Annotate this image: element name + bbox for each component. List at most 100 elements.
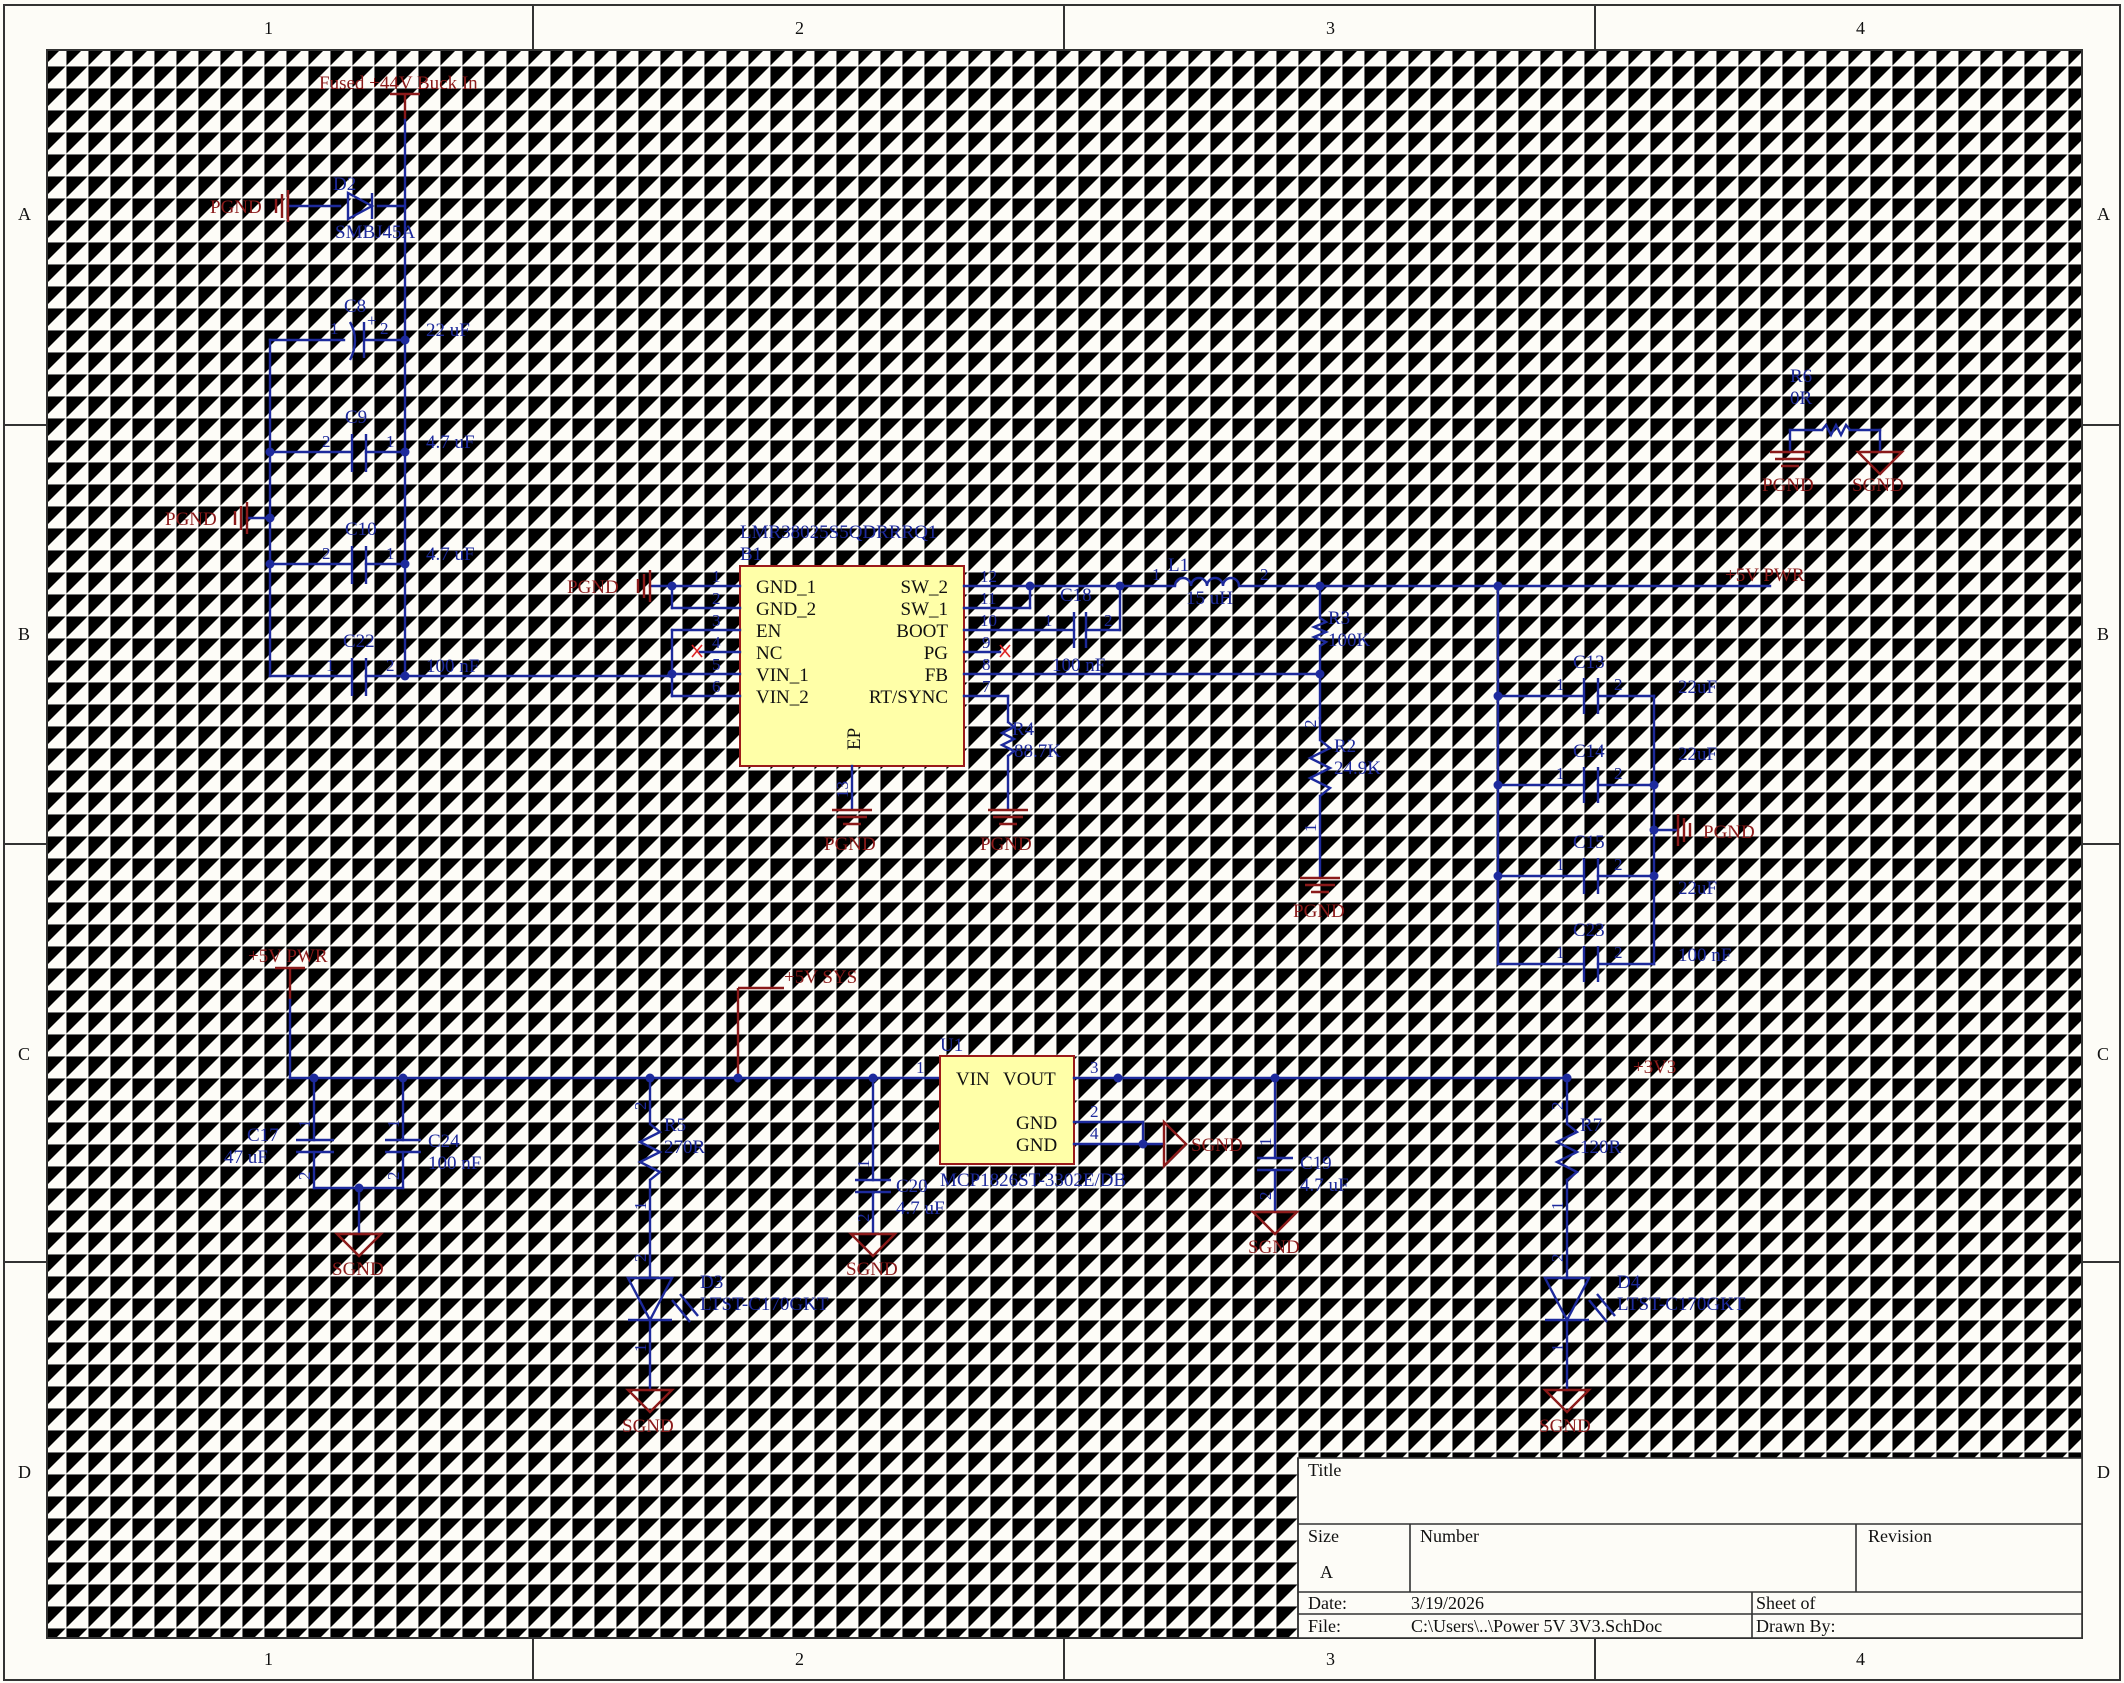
c22-ref: C22 [343, 631, 375, 652]
sgnd-label: SGND [1191, 1135, 1243, 1156]
b1-value: LMR38025S5QDRRRQ1 [740, 522, 937, 543]
l1-ref: L1 [1168, 555, 1189, 576]
c24-value: 100 nF [428, 1153, 481, 1174]
d4-value: LTST-C170GKT [1617, 1294, 1746, 1315]
svg-text:1: 1 [631, 1202, 650, 1211]
ldo-u1[interactable]: U1 VIN VOUT GND GND MCP1826ST-3302E/DB 1… [916, 1035, 1126, 1191]
svg-text:2: 2 [1614, 675, 1623, 694]
sheet-label: Sheet of [1756, 1593, 1815, 1613]
u1-pin-vin: VIN [956, 1069, 990, 1090]
c10-value: 4.7 uF [426, 544, 475, 565]
col-label-bottom: 2 [795, 1649, 804, 1669]
pgnd-symbol: PGND [210, 190, 290, 222]
svg-text:2: 2 [1256, 1192, 1275, 1201]
col-label-top: 3 [1326, 18, 1335, 38]
pgnd-label: PGND [824, 834, 876, 855]
row-label-right: B [2097, 624, 2109, 644]
b1-pin-name: GND_1 [756, 577, 816, 598]
svg-text:1: 1 [631, 1344, 650, 1353]
u1-value: MCP1826ST-3302E/DB [940, 1170, 1126, 1191]
svg-text:2: 2 [712, 589, 721, 608]
net-5v-sys-label: +5V SYS [784, 967, 857, 988]
d3-value: LTST-C170GKT [700, 1294, 829, 1315]
c20-ref: C20 [896, 1176, 928, 1197]
row-label-left: C [18, 1044, 30, 1064]
svg-text:1: 1 [384, 1120, 403, 1129]
b1-pin-name: RT/SYNC [869, 687, 948, 708]
l1-value: 15 uH [1186, 588, 1233, 609]
svg-text:2: 2 [1090, 1102, 1099, 1121]
buck-converter-b1[interactable]: LMR38025S5QDRRRQ1 B1 1 2 3 4 5 6 GND_1 G… [567, 522, 1805, 922]
svg-text:1: 1 [1556, 675, 1565, 694]
c22-value: 100 nF [426, 656, 479, 677]
svg-text:2: 2 [380, 319, 389, 338]
svg-text:2: 2 [1301, 720, 1320, 729]
file-label: File: [1308, 1616, 1341, 1636]
row-label-right: D [2097, 1462, 2110, 1482]
svg-text:12: 12 [980, 567, 997, 586]
svg-text:2: 2 [384, 1172, 403, 1181]
c10-ref: C10 [345, 519, 377, 540]
pgnd-label: PGND [567, 577, 619, 598]
svg-text:1: 1 [326, 656, 335, 675]
d2-value: SMBJ45A [335, 222, 416, 243]
col-label-top: 1 [264, 18, 273, 38]
svg-text:2: 2 [631, 1102, 650, 1111]
u1-pin-vout: VOUT [1003, 1069, 1056, 1090]
svg-text:2: 2 [854, 1214, 873, 1223]
c15-ref: C15 [1573, 832, 1605, 853]
r3-value: 100K [1328, 630, 1371, 651]
svg-text:11: 11 [980, 589, 996, 608]
d4-ref: D4 [1617, 1272, 1641, 1293]
r5-value: 270R [664, 1137, 706, 1158]
c8-ref: C8 [344, 296, 366, 317]
pgnd-label: PGND [165, 509, 217, 530]
d2-ref: D2 [333, 174, 356, 195]
c15-value: 22uF [1678, 878, 1717, 899]
b1-pin-name: VIN_1 [756, 665, 809, 686]
sgnd-label: SGND [622, 1416, 674, 1437]
svg-text:1: 1 [1044, 611, 1053, 630]
c24-ref: C24 [428, 1131, 460, 1152]
title-block: Title Size A Number Revision Date: 3/19/… [1297, 1457, 2083, 1639]
svg-text:2: 2 [1260, 565, 1269, 584]
svg-text:10: 10 [980, 611, 997, 630]
svg-text:1: 1 [1152, 565, 1161, 584]
u1-pin-gnd: GND [1016, 1135, 1057, 1156]
svg-text:4: 4 [712, 633, 721, 652]
b1-pin-name: BOOT [896, 621, 948, 642]
title-label: Title [1308, 1460, 1341, 1480]
pgnd-symbol: PGND [567, 570, 652, 602]
b1-pin-name: SW_1 [901, 599, 949, 620]
c19-value: 4.7 uF [1300, 1175, 1349, 1196]
input-section: Fused +44V Buck In D2 SMBJ45A PGND 1 2 +… [165, 73, 672, 696]
svg-text:9: 9 [982, 633, 991, 652]
pgnd-label: PGND [210, 197, 262, 218]
pgnd-label: PGND [1762, 475, 1814, 496]
net-5v-pwr-label: +5V PWR [1725, 565, 1805, 586]
c9-value: 4.7 uF [426, 432, 475, 453]
revision-label: Revision [1868, 1526, 1932, 1546]
svg-text:1: 1 [916, 1058, 925, 1077]
b1-pin-name: PG [924, 643, 949, 664]
b1-ep-label: EP [844, 728, 865, 750]
svg-text:3: 3 [712, 611, 721, 630]
sgnd-symbol: SGND [846, 1232, 898, 1280]
r4-ref: R4 [1012, 719, 1035, 740]
pgnd-symbol: PGND [1293, 876, 1345, 922]
date-value: 3/19/2026 [1411, 1593, 1484, 1613]
r3-ref: R3 [1328, 608, 1350, 629]
row-label-right: C [2097, 1044, 2109, 1064]
sgnd-label: SGND [1852, 475, 1904, 496]
c18-value: 100 nF [1052, 655, 1105, 676]
sgnd-label: SGND [1248, 1237, 1300, 1258]
sheet-frame: 1 2 3 4 1 2 3 4 A B C D A B C D [3, 4, 2121, 1681]
pgnd-symbol: PGND [980, 808, 1032, 855]
svg-text:2: 2 [1614, 855, 1623, 874]
svg-text:2: 2 [322, 432, 331, 451]
c17-ref: C17 [247, 1125, 279, 1146]
svg-text:2: 2 [1548, 1102, 1567, 1111]
size-value: A [1320, 1562, 1333, 1582]
net-3v3-label: +3V3 [1633, 1057, 1676, 1078]
c23-value: 100 nF [1678, 945, 1731, 966]
